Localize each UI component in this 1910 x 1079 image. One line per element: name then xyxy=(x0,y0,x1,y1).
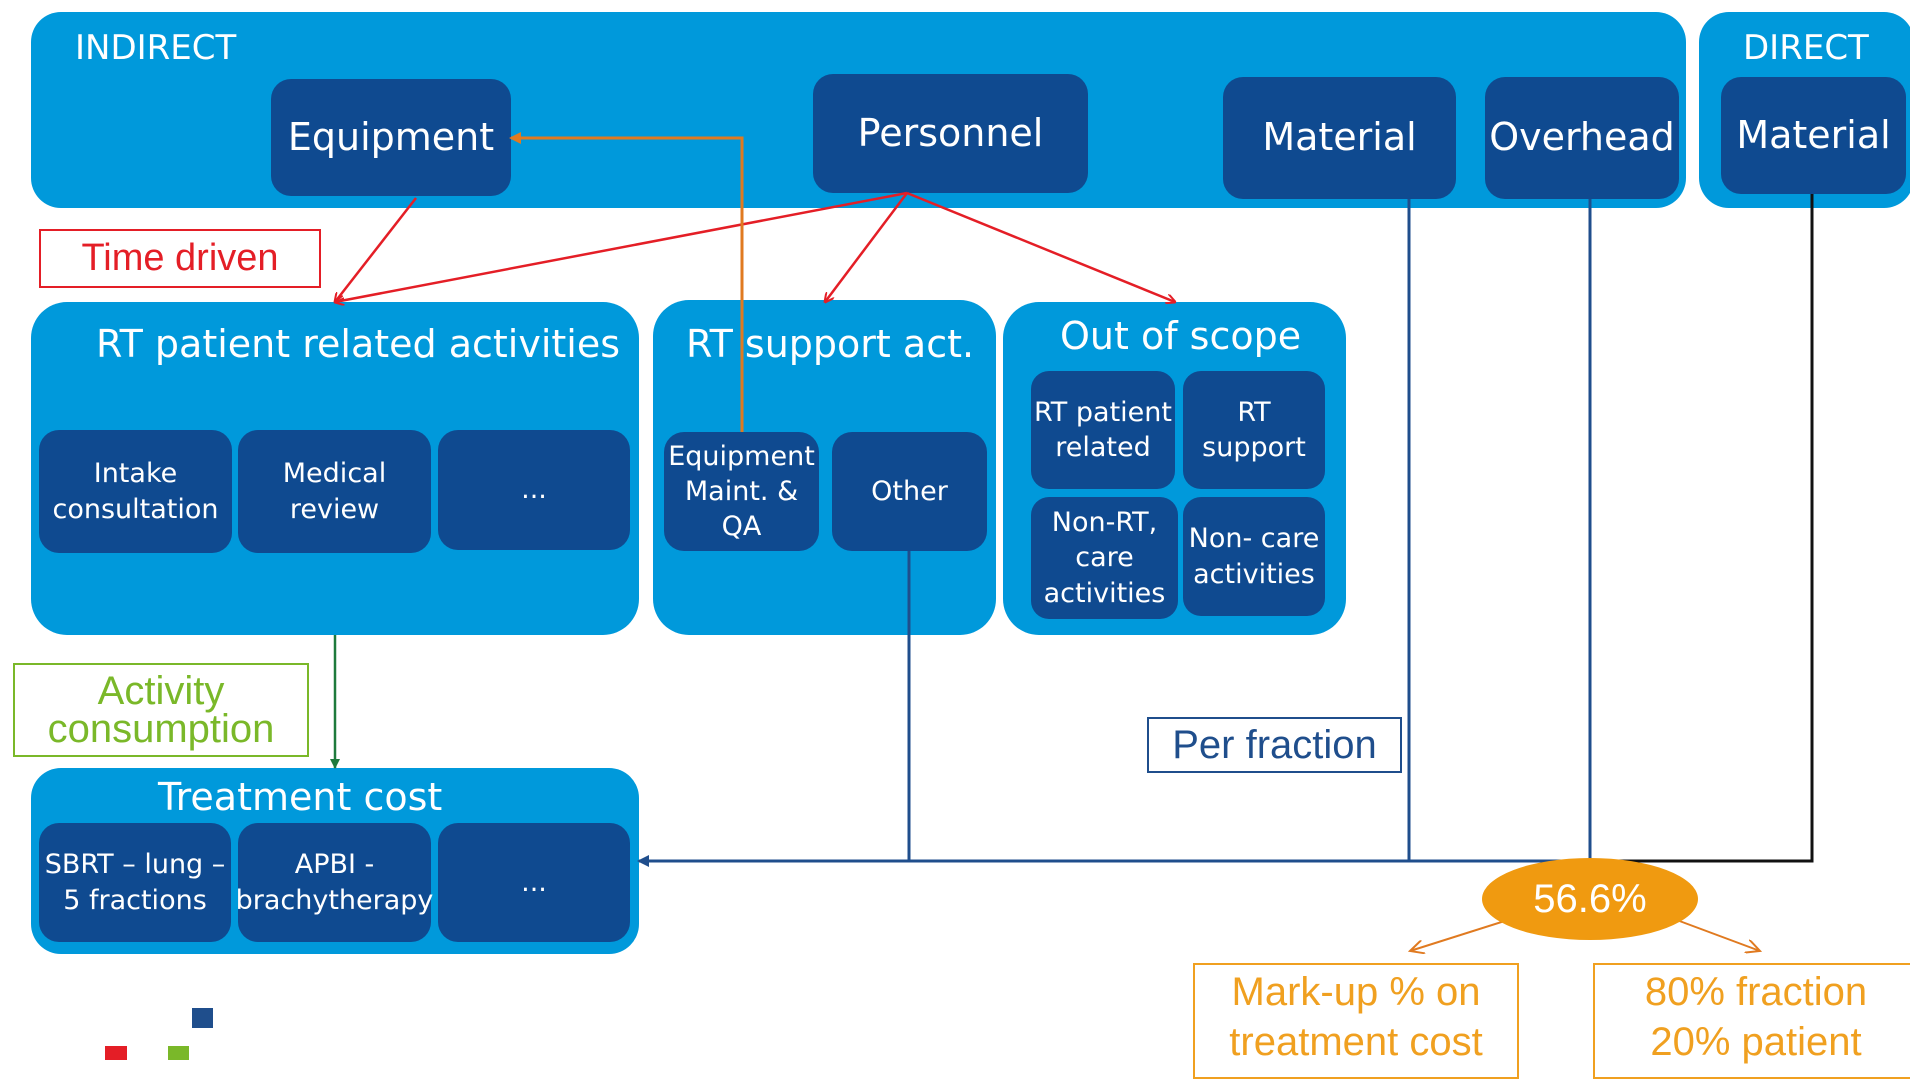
rt-patient-item: Medical review xyxy=(238,430,431,553)
personnel-box: Personnel xyxy=(813,74,1088,193)
overhead-percentage-badge: 56.6% xyxy=(1482,858,1698,940)
indirect-material-box: Material xyxy=(1223,77,1456,199)
activity-consumption-label: Activity consumption xyxy=(13,663,309,757)
allocation-line: 20% patient xyxy=(1650,1020,1862,1064)
indirect-title: INDIRECT xyxy=(75,28,237,68)
out-of-scope-title: Out of scope xyxy=(1060,314,1302,358)
equipment-to-patient-arrow xyxy=(335,197,417,302)
out-of-scope-item: Non-RT, care activities xyxy=(1031,497,1178,619)
time-driven-label: Time driven xyxy=(39,229,321,288)
rt-patient-item: Intake consultation xyxy=(39,430,232,553)
personnel-to-support-arrow xyxy=(825,192,908,302)
time-driven-text: Time driven xyxy=(81,237,279,279)
personnel-to-scope-arrow xyxy=(906,191,1175,302)
treatment-cost-item: SBRT – lung – 5 fractions xyxy=(39,823,231,942)
treatment-cost-title: Treatment cost xyxy=(158,775,443,819)
maintenance-to-equipment-arrow xyxy=(509,132,744,432)
overhead-box: Overhead xyxy=(1485,77,1679,199)
activity-consumption-line: Activity xyxy=(97,669,225,713)
out-of-scope-item: RT support xyxy=(1183,371,1325,489)
rt-patient-title: RT patient related activities xyxy=(96,322,621,366)
logo-square xyxy=(168,1046,189,1060)
markup-line: treatment cost xyxy=(1229,1020,1483,1064)
overhead-percentage-text: 56.6% xyxy=(1533,876,1647,921)
out-of-scope-item: RT patient related xyxy=(1031,371,1175,489)
allocation-line: 80% fraction xyxy=(1644,970,1868,1014)
rt-support-title: RT support act. xyxy=(686,322,975,366)
out-of-scope-item: Non- care activities xyxy=(1183,497,1325,616)
rt-support-item: Other xyxy=(832,432,987,551)
markup-line: Mark-up % on xyxy=(1231,970,1481,1014)
personnel-to-patient-arrow xyxy=(335,191,908,302)
allocation-label: 80% fraction 20% patient xyxy=(1593,963,1910,1079)
rt-support-item: Equipment Maint. & QA xyxy=(664,432,819,551)
per-fraction-text: Per fraction xyxy=(1172,722,1377,767)
markup-label: Mark-up % on treatment cost xyxy=(1193,963,1519,1079)
per-fraction-label: Per fraction xyxy=(1147,717,1402,773)
direct-material-box: Material xyxy=(1721,77,1906,194)
logo-square xyxy=(192,1008,213,1028)
treatment-cost-item: ... xyxy=(438,823,630,942)
rt-patient-item: ... xyxy=(438,430,630,550)
equipment-box: Equipment xyxy=(271,79,511,196)
direct-title: DIRECT xyxy=(1743,28,1869,68)
direct-material-line xyxy=(1590,194,1814,863)
treatment-cost-item: APBI - brachytherapy xyxy=(236,823,433,942)
logo-square xyxy=(105,1046,127,1060)
activity-consumption-line: consumption xyxy=(47,707,275,751)
